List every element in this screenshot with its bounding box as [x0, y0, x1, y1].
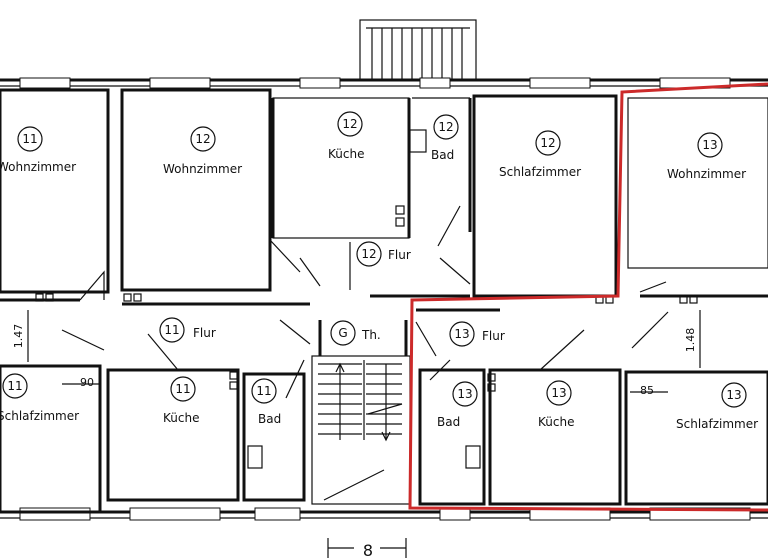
svg-text:Küche: Küche: [163, 411, 199, 425]
dim-right-vertical: 1.48: [684, 328, 697, 353]
room-u13-wohnzimmer: 13 Wohnzimmer: [667, 132, 746, 181]
svg-text:Th.: Th.: [361, 328, 381, 342]
svg-text:13: 13: [726, 388, 741, 402]
svg-text:Schlafzimmer: Schlafzimmer: [676, 417, 758, 431]
svg-text:Wohnzimmer: Wohnzimmer: [163, 162, 242, 176]
room-u13-bad: 13 Bad: [437, 381, 478, 429]
room-u13-flur: 13 Flur: [449, 321, 505, 347]
room-u11-bad: 11 Bad: [251, 378, 281, 426]
dim-bottom: 8: [363, 541, 373, 560]
svg-text:Schlafzimmer: Schlafzimmer: [499, 165, 581, 179]
dimension-lines: [27, 310, 701, 558]
room-u11-kueche: 11 Küche: [163, 376, 199, 425]
fixtures: [35, 129, 698, 469]
svg-text:Bad: Bad: [437, 415, 460, 429]
svg-text:Bad: Bad: [258, 412, 281, 426]
room-u13-schlafzimmer: 13 Schlafzimmer: [676, 382, 758, 431]
svg-text:12: 12: [195, 132, 210, 146]
svg-text:12: 12: [540, 136, 555, 150]
svg-text:Flur: Flur: [482, 329, 505, 343]
door-swings: [61, 205, 669, 399]
svg-text:13: 13: [454, 327, 469, 341]
svg-text:11: 11: [22, 132, 37, 146]
svg-text:11: 11: [175, 382, 190, 396]
room-u13-kueche: 13 Küche: [538, 380, 574, 429]
svg-text:12: 12: [342, 117, 357, 131]
room-u11-schlafzimmer: 11 Schlafzimmer: [0, 373, 79, 423]
dim-left-vertical: 1.47: [12, 324, 25, 349]
room-u11-flur: 11 Flur: [159, 317, 216, 343]
balcony: [359, 19, 477, 81]
svg-text:Bad: Bad: [431, 148, 454, 162]
svg-text:G: G: [338, 326, 347, 340]
svg-text:12: 12: [361, 247, 376, 261]
room-u12-bad: 12 Bad: [431, 114, 459, 162]
svg-text:Küche: Küche: [328, 147, 364, 161]
svg-text:11: 11: [164, 323, 179, 337]
svg-text:Küche: Küche: [538, 415, 574, 429]
svg-text:Schlafzimmer: Schlafzimmer: [0, 409, 79, 423]
room-u12-kueche: 12 Küche: [328, 111, 364, 161]
exterior-walls: [0, 77, 768, 521]
unit-13-highlight: [408, 82, 768, 512]
svg-text:Wohnzimmer: Wohnzimmer: [0, 160, 76, 174]
room-treppenhaus: G Th.: [330, 320, 381, 346]
svg-text:Wohnzimmer: Wohnzimmer: [667, 167, 746, 181]
svg-text:11: 11: [7, 379, 22, 393]
svg-text:Flur: Flur: [193, 326, 216, 340]
svg-text:11: 11: [256, 384, 271, 398]
room-u12-flur: 12 Flur: [356, 241, 411, 267]
svg-text:13: 13: [702, 138, 717, 152]
room-u11-wohnzimmer: 11 Wohnzimmer: [0, 126, 76, 174]
room-u12-schlafzimmer: 12 Schlafzimmer: [499, 130, 581, 179]
svg-text:13: 13: [551, 386, 566, 400]
dim-left-door: 90: [80, 376, 94, 389]
svg-text:13: 13: [457, 387, 472, 401]
svg-text:Flur: Flur: [388, 248, 411, 262]
staircase: [318, 360, 403, 501]
room-u12-wohnzimmer: 12 Wohnzimmer: [163, 126, 242, 176]
interior-walls: [0, 88, 768, 514]
svg-text:12: 12: [438, 120, 453, 134]
dim-right-door: 85: [640, 384, 654, 397]
